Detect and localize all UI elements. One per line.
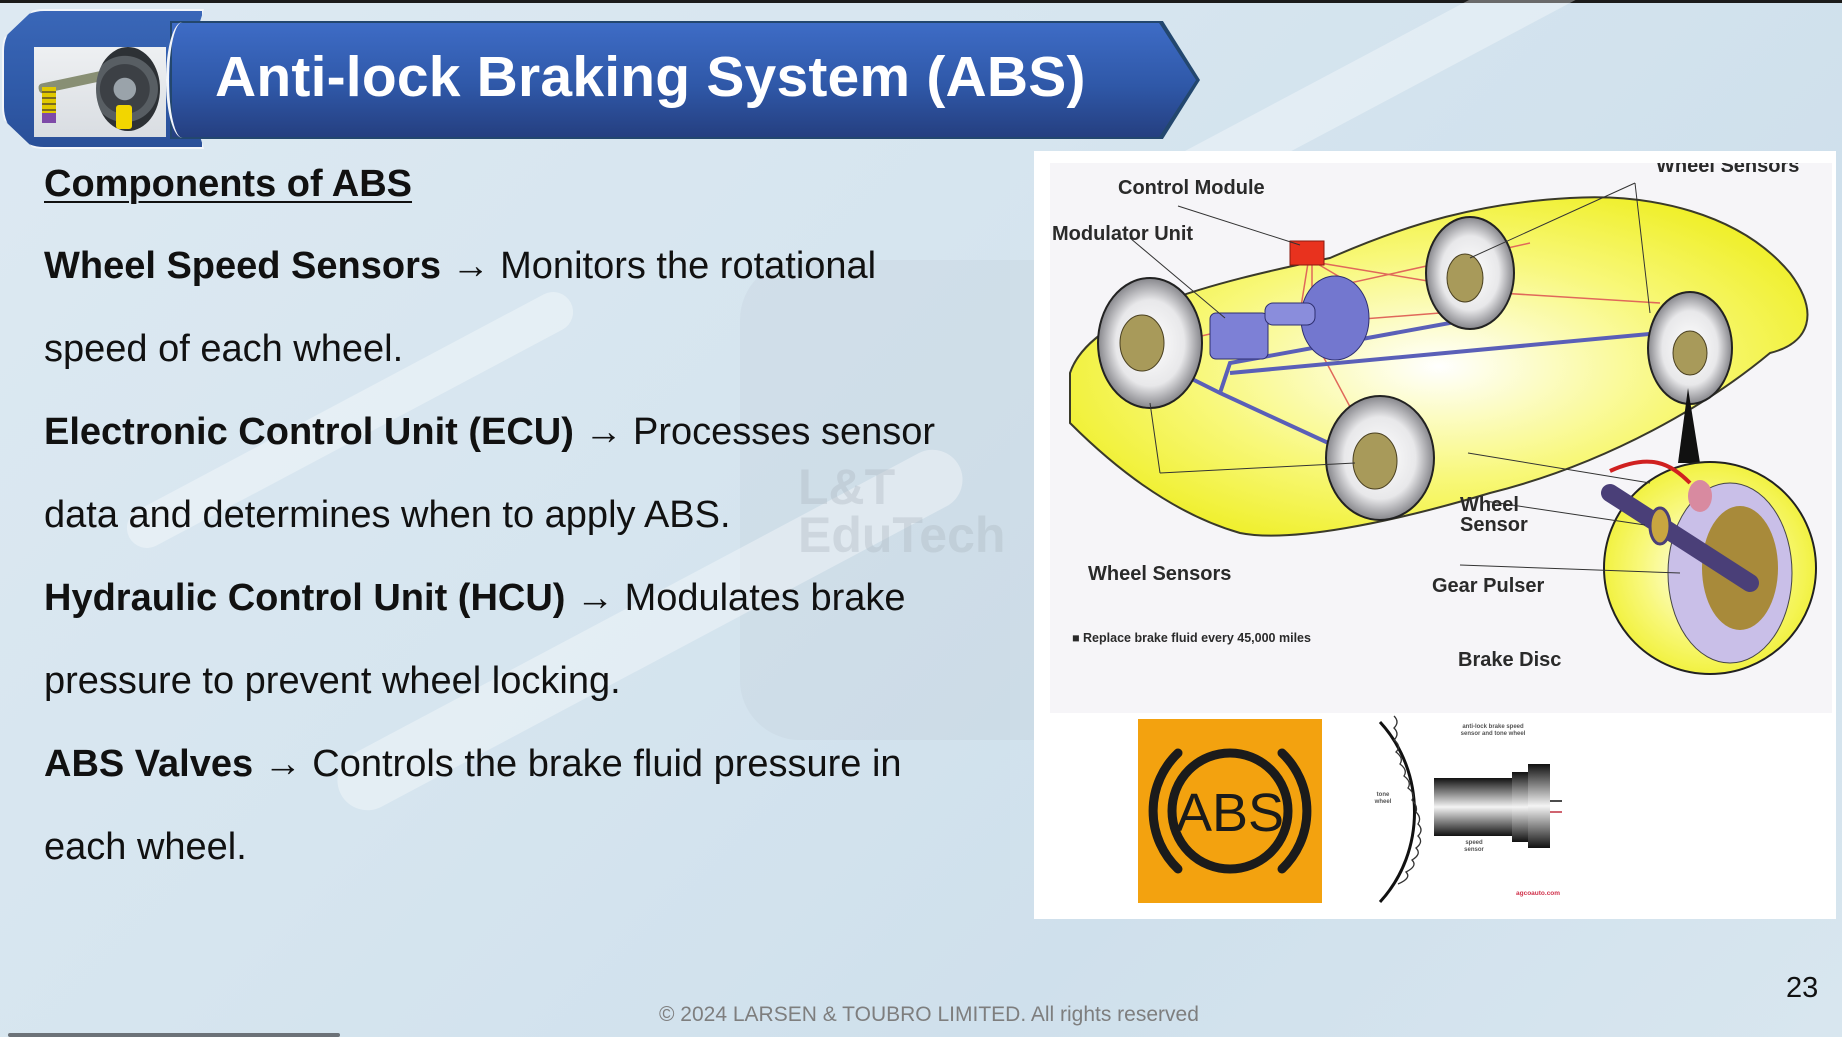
leader-lines (1129, 182, 1681, 574)
label-brake-disc: Brake Disc (1458, 649, 1562, 671)
label-line: sensor (1464, 847, 1484, 853)
component-desc-cont: data and determines when to apply ABS. (44, 494, 731, 536)
master-cylinder-shape (1264, 302, 1316, 326)
component-desc-cont: each wheel. (44, 826, 247, 868)
label-wheel-sensors-bottom: Wheel Sensors (1088, 563, 1232, 585)
component-line: Hydraulic Control Unit (HCU) → Modulates… (44, 577, 906, 620)
inset-pointer (1678, 388, 1700, 463)
speed-sensor-label: speed sensor (1456, 840, 1492, 854)
watermark-line: L&T (798, 459, 896, 515)
component-line: Electronic Control Unit (ECU) → Processe… (44, 411, 935, 454)
watermark: L&T EduTech (798, 459, 1006, 563)
slide-progress-bar[interactable] (0, 1033, 1842, 1037)
component-line: ABS Valves → Controls the brake fluid pr… (44, 743, 902, 786)
wheel-sensor-inset (1601, 459, 1817, 675)
suspension-thumbnail (34, 47, 166, 137)
abs-icon-text: ABS (1176, 783, 1284, 843)
arrow-icon: → (263, 743, 302, 785)
damper-shape (42, 113, 56, 123)
control-module-box (1289, 240, 1325, 266)
banner-divider (166, 22, 199, 138)
label-control-module: Control Module (1118, 177, 1265, 199)
watermark-line: EduTech (798, 507, 1006, 563)
component-desc-cont: speed of each wheel. (44, 328, 404, 370)
note-text: Replace brake fluid every 45,000 miles (1083, 631, 1311, 645)
label-wheel-sensors-top: Wheel Sensors (1656, 163, 1800, 177)
source-credit: agcoauto.com (1516, 890, 1561, 897)
component-term: Hydraulic Control Unit (HCU) (44, 577, 566, 619)
label-line: speed (1465, 840, 1483, 846)
sensor-caption: anti-lock brake speed sensor and tone wh… (1438, 724, 1548, 738)
component-term: Electronic Control Unit (ECU) (44, 411, 574, 453)
caption-line: sensor and tone wheel (1460, 731, 1526, 737)
arrow-icon: → (584, 411, 623, 453)
label-line: wheel (1374, 799, 1392, 805)
label-wheel-sensor: Wheel Sensor (1460, 495, 1528, 535)
component-desc: Processes sensor (633, 411, 936, 453)
spring-shape (42, 87, 56, 117)
component-desc: Controls the brake fluid pressure in (312, 743, 902, 785)
page-number: 23 (1786, 972, 1819, 1004)
copyright-footer: © 2024 LARSEN & TOUBRO LIMITED. All righ… (659, 1003, 1199, 1026)
car-body (1069, 196, 1809, 537)
title-banner (172, 23, 1196, 137)
wheel-front-right (1325, 395, 1435, 521)
abs-system-diagram: Control Module Modulator Unit Wheel Sens… (1050, 163, 1832, 713)
arrow-icon: → (576, 577, 614, 619)
label-gear-pulser: Gear Pulser (1432, 575, 1545, 597)
abs-warning-icon: ABS (1138, 719, 1322, 903)
component-desc: Modulates brake (624, 577, 906, 619)
arrow-icon: → (451, 245, 490, 287)
bullet-icon: ■ (1072, 631, 1084, 645)
component-term: Wheel Speed Sensors (44, 245, 442, 287)
label-line: Sensor (1460, 514, 1528, 536)
label-line: tone (1376, 792, 1390, 798)
maintenance-note: ■ Replace brake fluid every 45,000 miles (1072, 631, 1311, 645)
sensor-figure-svg (1378, 715, 1562, 904)
abs-icon-svg: ABS (1148, 748, 1312, 874)
label-modulator-unit: Modulator Unit (1052, 223, 1194, 245)
label-line: Wheel (1460, 494, 1519, 516)
component-line: Wheel Speed Sensors → Monitors the rotat… (44, 245, 876, 288)
caption-line: anti-lock brake speed (1462, 724, 1524, 730)
tone-wheel-label: tone wheel (1368, 792, 1398, 806)
car-diagram-svg (1069, 182, 1817, 675)
wheel-rear-left (1425, 216, 1515, 330)
speed-sensor-figure: anti-lock brake speed sensor and tone wh… (1366, 712, 1576, 904)
component-desc-cont: pressure to prevent wheel locking. (44, 660, 621, 702)
wheel-rear-right (1647, 291, 1733, 405)
caliper-shape (116, 105, 132, 129)
component-term: ABS Valves (44, 743, 254, 785)
component-desc: Monitors the rotational (500, 245, 877, 287)
modulator-unit-shape (1209, 312, 1269, 360)
wheel-front-left (1097, 277, 1203, 409)
section-heading: Components of ABS (44, 163, 413, 205)
slide-title: Anti-lock Braking System (ABS) (215, 45, 1086, 109)
window-top-strip (0, 0, 1842, 3)
slide-progress-fill (8, 1033, 340, 1037)
